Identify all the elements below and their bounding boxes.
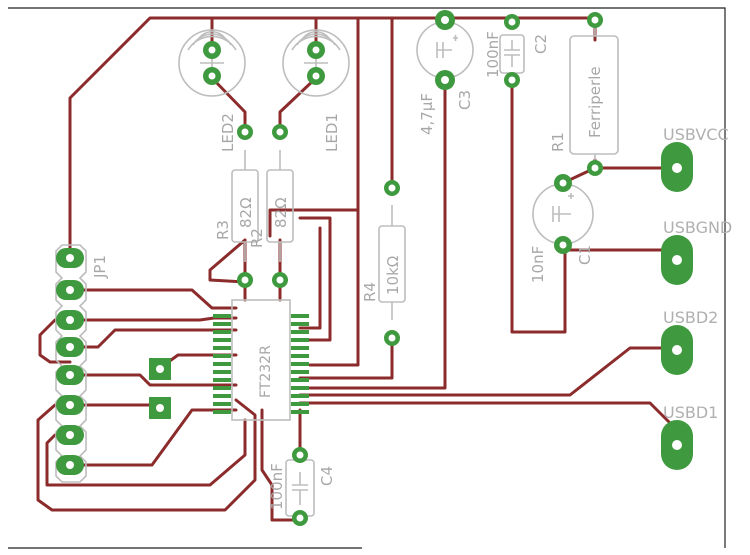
ic1-pads (213, 314, 309, 414)
label-c1-value: 10nF (529, 246, 547, 283)
c1-outline (532, 183, 594, 245)
labels: JP1 LED2 LED1 R3 82Ω R2 82Ω R4 10kΩ 4,7µ… (91, 31, 732, 510)
label-usbd2: USBD2 (663, 308, 718, 327)
jp1-pads (56, 248, 84, 475)
silkscreen (55, 21, 619, 517)
jp1-outline (55, 244, 87, 483)
board-outline (8, 7, 726, 549)
c3-outline (416, 21, 474, 79)
led1-outline (282, 29, 350, 97)
label-c4: C4 (318, 466, 336, 486)
led2-outline (178, 29, 246, 97)
label-c3-value: 4,7µF (418, 93, 436, 135)
label-c2-value: 100nF (484, 31, 502, 78)
traces (36, 16, 682, 522)
label-usbvcc: USBVCC (663, 125, 729, 144)
label-r4: R4 (361, 282, 379, 302)
label-ic1: FT232R (258, 345, 274, 398)
pads (56, 10, 693, 526)
label-r2-value: 82Ω (272, 197, 290, 228)
c4-outline (285, 459, 315, 517)
label-usbd1: USBD1 (663, 403, 718, 422)
ic1-outline (231, 299, 291, 421)
label-r1-value: Ferriperle (586, 66, 604, 138)
label-r3-value: 82Ω (237, 197, 255, 228)
label-c1: C1 (576, 245, 594, 265)
c2-outline (499, 34, 525, 74)
label-r3: R3 (214, 220, 232, 240)
label-led2: LED2 (219, 113, 237, 152)
label-c2: C2 (532, 34, 550, 54)
label-usbgnd: USBGND (663, 218, 732, 237)
label-r4-value: 10kΩ (384, 256, 402, 295)
label-r2: R2 (248, 228, 266, 248)
label-c4-value: 100nF (268, 463, 286, 510)
label-jp1: JP1 (91, 255, 109, 279)
label-r1: R1 (549, 132, 567, 152)
label-led1: LED1 (323, 113, 341, 152)
label-c3: C3 (456, 90, 474, 110)
